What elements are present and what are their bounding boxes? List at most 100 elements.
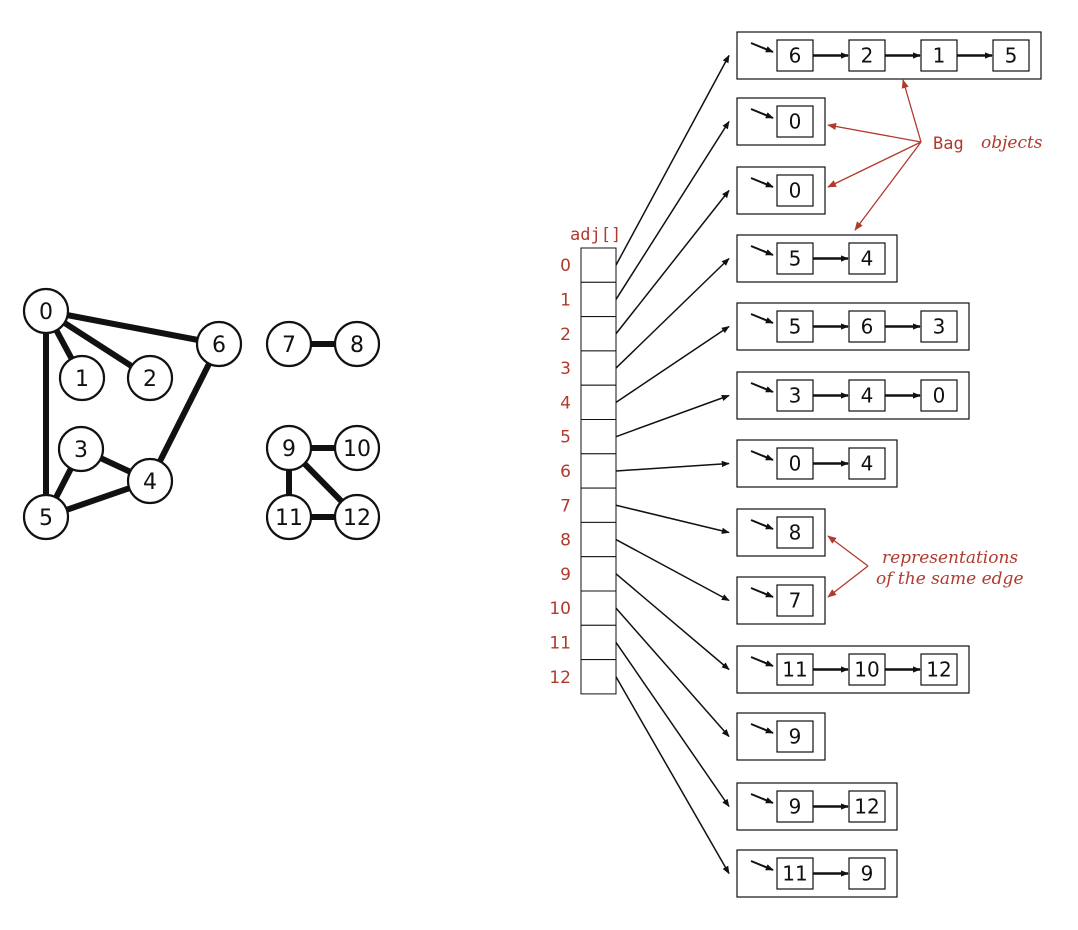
adj-index-label: 2 (560, 325, 571, 345)
bag-node-value: 1 (933, 44, 946, 68)
adj-cell-3 (580, 350, 617, 386)
bag-node-value: 10 (854, 658, 879, 682)
adj-cell-7 (580, 487, 617, 523)
bag-code-label: Bag (933, 134, 964, 154)
vertex-label: 7 (282, 333, 296, 358)
bag-node (848, 653, 886, 686)
adj-index-label: 4 (560, 393, 571, 413)
graph-edge-4-6 (147, 342, 222, 483)
adj-pointer-11 (615, 642, 730, 808)
vertex-circle (126, 354, 174, 402)
bag-node-value: 9 (861, 862, 874, 886)
adj-cell-10 (580, 590, 617, 626)
adj-pointer-9 (615, 573, 730, 671)
vertex-label: 4 (143, 470, 157, 495)
bag-node-value: 3 (789, 384, 802, 408)
graph-vertex-7: 7 (265, 320, 313, 368)
bag-node-value: 4 (861, 384, 874, 408)
adj-cell-4 (580, 384, 617, 421)
graph-vertex-8: 8 (333, 320, 381, 368)
bag-node (776, 39, 814, 72)
bag-pointer-arrow (827, 141, 922, 188)
bag-node-value: 12 (926, 658, 951, 682)
bag-head-pointer (750, 723, 774, 734)
adj-pointer-5 (615, 394, 730, 438)
bag-pointer-arrow (901, 79, 922, 143)
vertex-circle (265, 424, 313, 472)
bag-node-value: 9 (789, 795, 802, 819)
bag-head-pointer (750, 656, 774, 667)
vertex-label: 9 (282, 437, 296, 462)
graph-vertex-6: 6 (195, 320, 243, 368)
bag-objects-label: objects (981, 133, 1043, 153)
adj-index-label: 7 (560, 496, 571, 516)
adj-cell-9 (580, 556, 617, 592)
bag-node-value: 5 (789, 247, 802, 271)
adj-pointer-6 (615, 460, 730, 472)
graph-vertex-2: 2 (126, 354, 174, 402)
bag-node-value: 9 (789, 725, 802, 749)
adj-pointer-2 (615, 189, 730, 335)
bag-node (776, 105, 814, 138)
bag-node (776, 310, 814, 343)
bag-node (776, 447, 814, 480)
vertex-label: 8 (350, 333, 364, 358)
adj-index-label: 9 (560, 565, 571, 585)
adj-pointer-12 (615, 676, 730, 875)
vertex-circle (265, 320, 313, 368)
vertex-circle (333, 424, 381, 472)
adj-cell-11 (580, 624, 617, 661)
bag-node-value: 2 (861, 44, 874, 68)
adj-index-label: 8 (560, 531, 571, 551)
bag-node (848, 857, 886, 890)
adj-array-title: adj[] (570, 225, 621, 245)
bag-node-value: 5 (789, 315, 802, 339)
bag-10: 9 (736, 712, 826, 761)
vertex-label: 12 (343, 506, 371, 531)
bag-node-value: 8 (789, 521, 802, 545)
vertex-circle (22, 493, 70, 541)
adj-cell-8 (580, 521, 617, 558)
adj-index-label: 5 (560, 428, 571, 448)
bag-node (848, 790, 886, 823)
adj-pointer-8 (615, 538, 730, 602)
bag-11: 9 12 (736, 782, 898, 831)
bag-node (776, 174, 814, 207)
vertex-label: 0 (39, 300, 53, 325)
bag-head-pointer (750, 42, 774, 53)
vertex-label: 5 (39, 506, 53, 531)
graph-vertex-9: 9 (265, 424, 313, 472)
vertex-label: 1 (75, 367, 89, 392)
graph-vertex-3: 3 (57, 425, 105, 473)
bag-8: 7 (736, 576, 826, 625)
same-edge-arrow (827, 565, 869, 598)
same-edge-label-line1: representations (882, 548, 1018, 568)
bag-objects-annotation: Bag objects (827, 79, 1043, 231)
adj-pointer-3 (615, 257, 730, 369)
adj-cell-0 (580, 247, 617, 283)
bag-node (848, 447, 886, 480)
bag-head-pointer (750, 587, 774, 598)
same-edge-annotation: representations of the same edge (827, 535, 1024, 598)
bag-node (776, 653, 814, 686)
graph-vertex-11: 11 (265, 493, 313, 541)
bag-head-pointer (750, 860, 774, 871)
bag-pointer-arrow (854, 141, 922, 231)
adj-cell-1 (580, 281, 617, 318)
bag-1: 0 (736, 97, 826, 146)
vertex-circle (195, 320, 243, 368)
bag-node-value: 6 (789, 44, 802, 68)
bag-node-value: 12 (854, 795, 879, 819)
vertex-label: 2 (143, 367, 157, 392)
bag-head-pointer (750, 793, 774, 804)
bag-node (920, 310, 958, 343)
graph-vertex-5: 5 (22, 493, 70, 541)
vertex-circle (58, 354, 106, 402)
